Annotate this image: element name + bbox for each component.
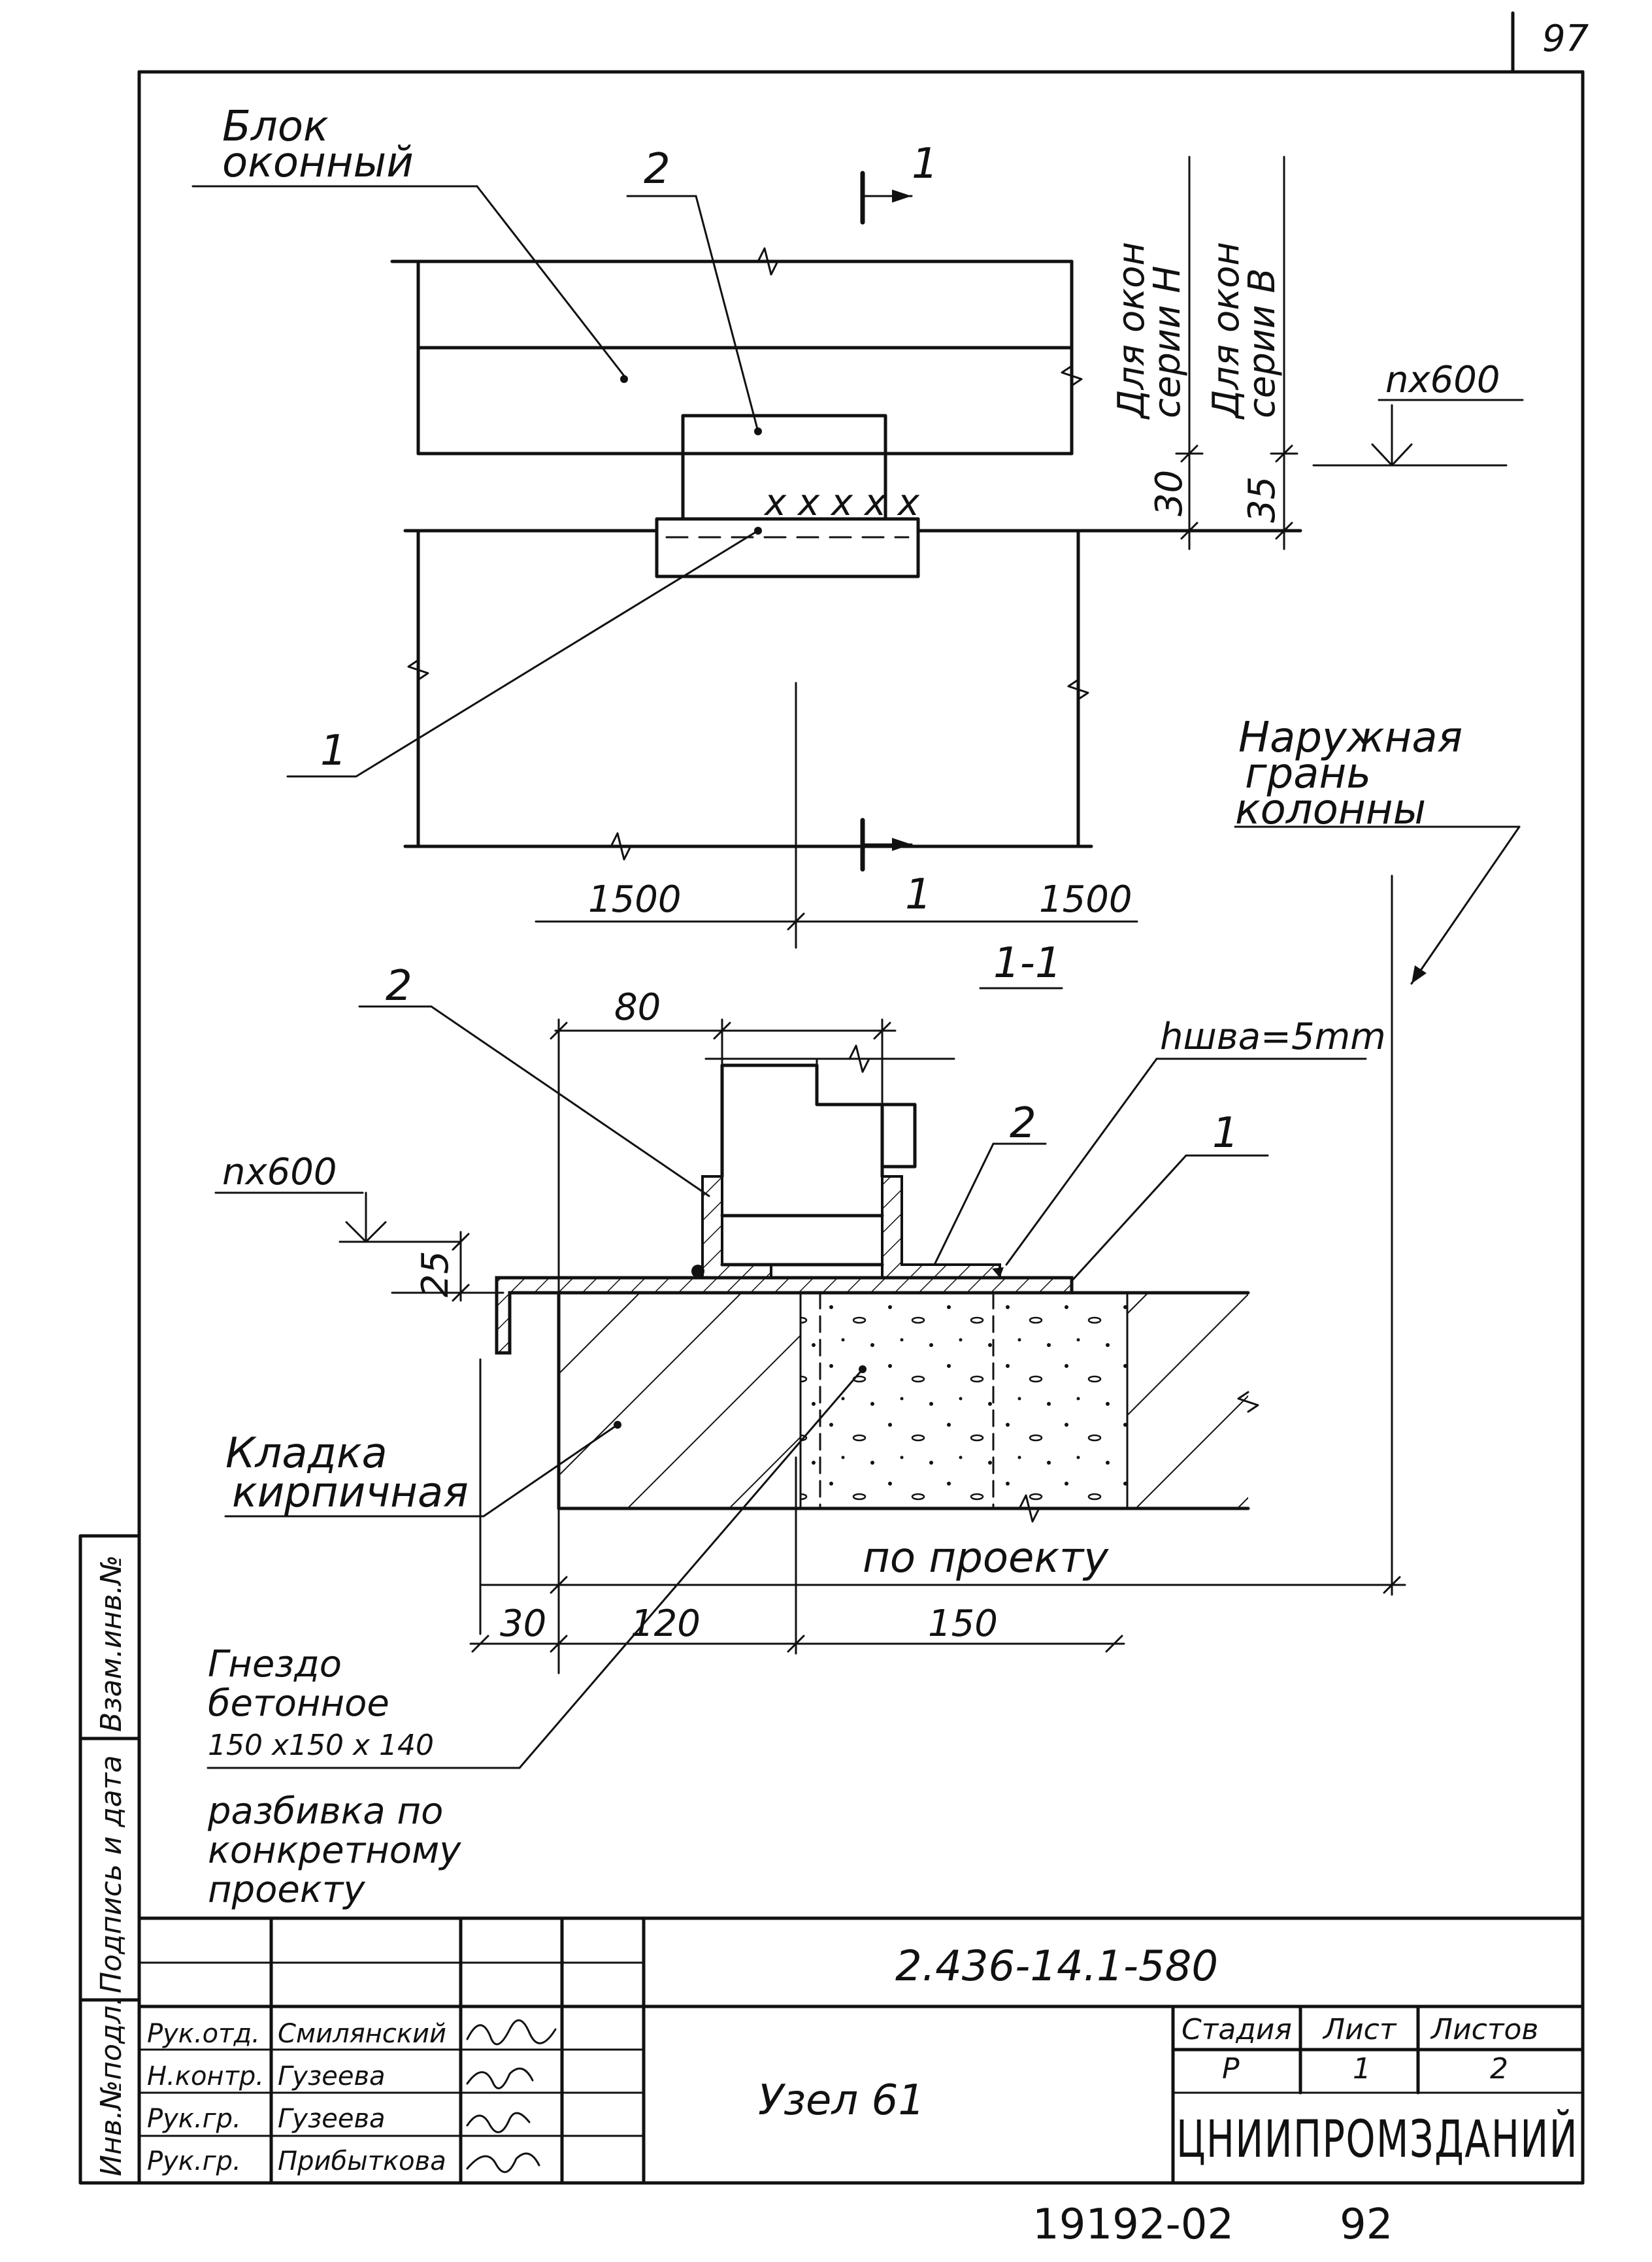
- dim-1500-right: 1500: [1039, 878, 1132, 921]
- section-1-1: 1-1: [206, 874, 1406, 1911]
- mark-1-plan: 1: [320, 727, 347, 775]
- title-block: 2.436-14.1-580 Узел 61 Стадия Лист Листо…: [137, 1916, 1585, 2185]
- dim-30: 30: [1148, 470, 1191, 516]
- masonry-label-2: кирпичная: [232, 1469, 469, 1517]
- stage-value: Р: [1222, 2052, 1240, 2086]
- row-role-3: Рук.гр.: [147, 2104, 241, 2134]
- row-name-4: Прибыткова: [278, 2146, 446, 2176]
- side-stamp-replace: Взам.инв.№: [95, 1555, 128, 1732]
- window-block-label-1: Блок: [222, 103, 329, 151]
- masonry-label-1: Кладка: [225, 1429, 388, 1478]
- socket-label-2: бетонное: [208, 1682, 389, 1725]
- signature-4: [466, 2152, 540, 2173]
- signature-1: [466, 2019, 557, 2046]
- weld-label: hшва=5mm: [1160, 1016, 1386, 1058]
- section-mark-top: 1: [912, 140, 938, 188]
- page-number-tab: 97: [1511, 11, 1589, 74]
- by-project-label: по проекту: [863, 1534, 1109, 1582]
- row-role-2: Н.контр.: [147, 2061, 264, 2091]
- level-bottom: nx600: [222, 1151, 337, 1193]
- node-title: Узел 61: [758, 2076, 925, 2125]
- section-title: 1-1: [993, 939, 1062, 988]
- for-windows-h-1: Для окон: [1110, 242, 1153, 420]
- for-windows-h-2: серии Н: [1146, 266, 1189, 419]
- dim-25: 25: [414, 1251, 457, 1297]
- mark-2-plan: 2: [644, 145, 670, 193]
- socket-label-1: Гнездо: [208, 1643, 342, 1686]
- plan-view: x x x x x 1 1 Блок оконный 2: [191, 103, 1524, 985]
- section-mark-bottom: 1: [905, 871, 932, 919]
- dim-35: 35: [1241, 476, 1283, 523]
- socket-label-3: 150 x150 x 140: [208, 1729, 434, 1762]
- layout-note-3: проекту: [208, 1869, 365, 1911]
- sheet-value: 1: [1353, 2052, 1371, 2086]
- stage-header: Стадия: [1181, 2013, 1292, 2046]
- signature-2: [466, 2067, 534, 2089]
- for-windows-v-2: серии В: [1241, 268, 1283, 418]
- column-face-2: грань: [1245, 750, 1371, 798]
- for-windows-v-1: Для окон: [1205, 242, 1247, 420]
- mark-1-section: 1: [1212, 1109, 1239, 1157]
- sheet-header: Лист: [1322, 2013, 1397, 2046]
- dim-150: 150: [928, 1603, 998, 1645]
- sheets-value: 2: [1490, 2052, 1508, 2086]
- dim-120: 120: [631, 1603, 701, 1645]
- column-face-1: Наружная: [1238, 714, 1462, 762]
- page-number: 97: [1542, 18, 1589, 60]
- mark-2-section-left: 2: [386, 962, 412, 1010]
- side-stamp-sign: Подпись и дата: [95, 1755, 128, 1993]
- layout-note-2: конкретному: [208, 1829, 461, 1872]
- organization: ЦНИИПРОМЗДАНИЙ: [1176, 2109, 1578, 2169]
- row-role-1: Рук.отд.: [147, 2019, 260, 2049]
- side-stamp: Инв.№подл. Подпись и дата Взам.инв.№: [78, 1534, 141, 2185]
- window-block-label-2: оконный: [222, 139, 414, 187]
- mark-2-section-right: 2: [1010, 1099, 1036, 1148]
- archive-code: 19192-02: [1032, 2201, 1234, 2249]
- side-stamp-inv: Инв.№подл.: [95, 1996, 128, 2176]
- dim-80: 80: [614, 986, 661, 1029]
- row-name-2: Гузеева: [278, 2061, 386, 2091]
- layout-note-1: разбивка по: [207, 1790, 443, 1833]
- row-name-3: Гузеева: [278, 2104, 386, 2134]
- doc-code: 2.436-14.1-580: [895, 1942, 1218, 1991]
- row-name-1: Смилянский: [278, 2019, 446, 2049]
- sheets-header: Листов: [1430, 2013, 1538, 2046]
- dim-30-bottom: 30: [500, 1603, 546, 1645]
- footer-page: 92: [1340, 2201, 1393, 2249]
- row-role-4: Рук.гр.: [147, 2146, 241, 2176]
- signature-3: [466, 2112, 531, 2133]
- level-top: nx600: [1385, 359, 1500, 401]
- crosses: x x x x x: [763, 482, 920, 524]
- dim-1500-left: 1500: [588, 878, 682, 921]
